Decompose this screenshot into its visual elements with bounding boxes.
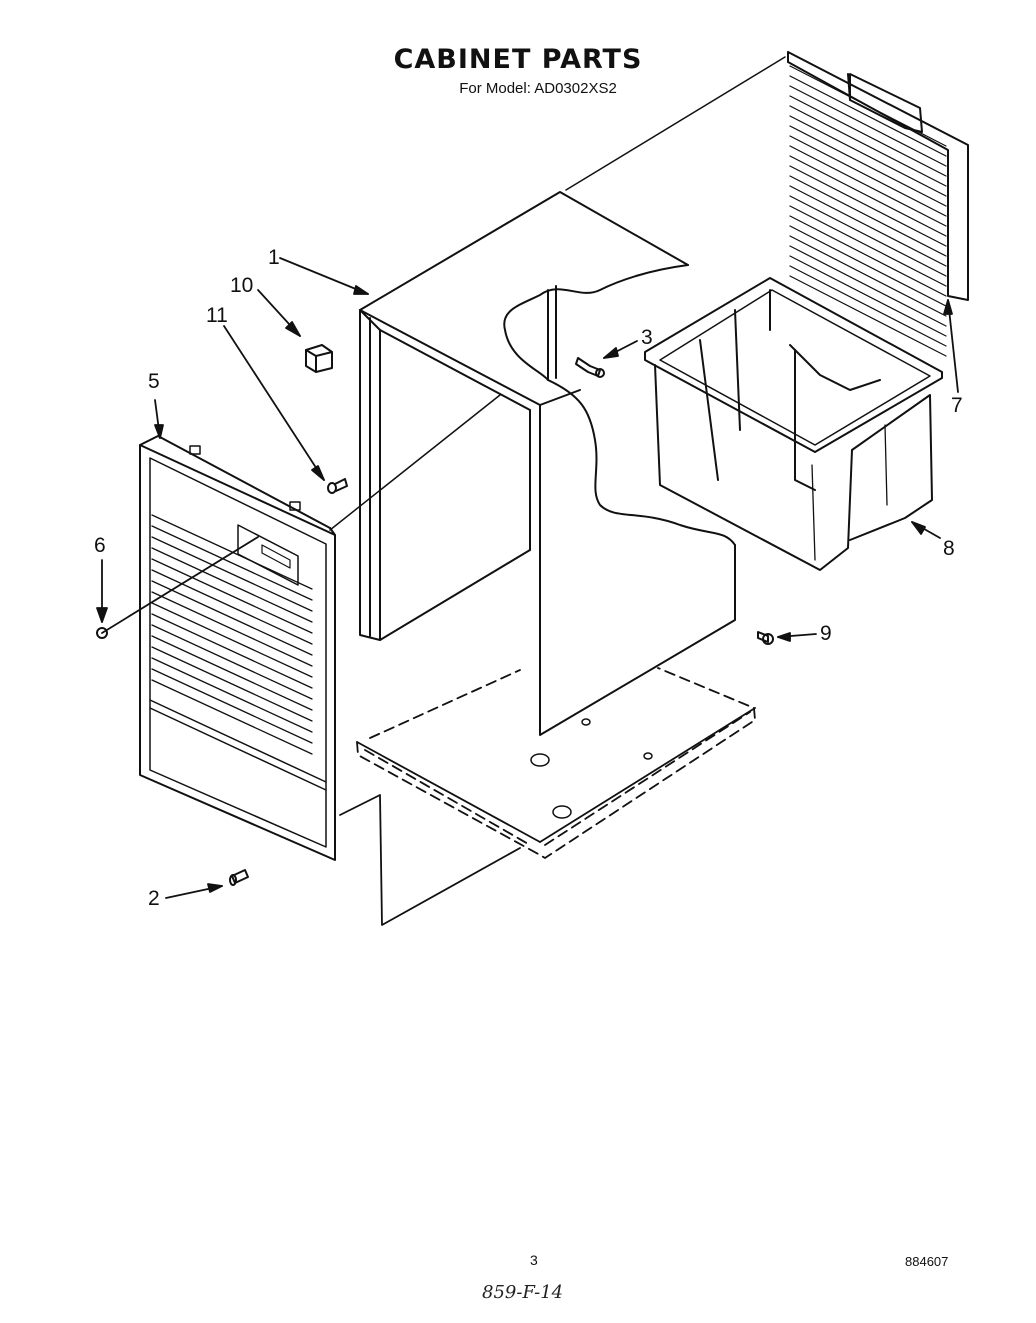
louver-line [151, 646, 313, 722]
louver-line [151, 525, 313, 601]
grille-slat-line [789, 255, 947, 337]
part-3-screw [575, 357, 605, 378]
part-9-screw [757, 631, 774, 645]
louver-line [151, 591, 313, 667]
grille-slat-line [789, 85, 947, 167]
grille-slat-line [789, 175, 947, 257]
grille-slat-line [789, 75, 947, 157]
grille-slat-line [789, 195, 947, 277]
louver-line [151, 657, 313, 733]
document-number: 884607 [905, 1254, 949, 1269]
louver-line [151, 624, 313, 700]
louver-line [151, 547, 313, 623]
cabinet-part [329, 191, 736, 736]
front-panel-louvers [151, 514, 313, 755]
grille-slat-line [789, 125, 947, 207]
part-6-knob [96, 627, 108, 639]
part-2-screw [229, 869, 249, 886]
leader-arrows [96, 257, 959, 899]
callout-9: 9 [820, 622, 832, 645]
grille-slat-line [789, 225, 947, 307]
grille-slat-line [789, 215, 947, 297]
grille-slat-line [789, 235, 947, 317]
part-11-screw [327, 478, 348, 494]
callout-7: 7 [951, 394, 963, 417]
louver-line [151, 602, 313, 678]
grille-slats [789, 65, 947, 357]
callout-11: 11 [206, 304, 228, 327]
grille-slat-line [789, 135, 947, 217]
grille-slat-line [789, 65, 947, 147]
grille-slat-line [789, 245, 947, 327]
louver-line [151, 569, 313, 645]
grille-slat-line [789, 105, 947, 187]
louver-line [151, 635, 313, 711]
callout-6: 6 [94, 534, 106, 557]
callout-5: 5 [148, 370, 160, 393]
louver-line [151, 613, 313, 689]
grille-slat-line [789, 265, 947, 347]
callout-8: 8 [943, 537, 955, 560]
front-panel-part [139, 435, 336, 861]
louver-line [151, 558, 313, 634]
grille-slat-line [789, 185, 947, 267]
page-title: CABINET PARTS [393, 44, 643, 75]
callout-2: 2 [148, 887, 160, 910]
page-number: 3 [530, 1252, 538, 1268]
grille-slat-line [789, 115, 947, 197]
callout-10: 10 [230, 274, 253, 297]
back-grille-part [787, 51, 969, 357]
grille-slat-line [789, 275, 947, 357]
grille-slat-line [789, 205, 947, 287]
grille-slat-line [789, 145, 947, 227]
handwritten-note: 859-F-14 [482, 1282, 564, 1303]
louver-line [151, 668, 313, 744]
grille-slat-line [789, 165, 947, 247]
water-bucket-part [644, 277, 943, 571]
model-subtitle: For Model: AD0302XS2 [459, 80, 617, 97]
callout-3: 3 [641, 326, 653, 349]
callout-1: 1 [268, 246, 280, 269]
grille-slat-line [789, 95, 947, 177]
louver-line [151, 580, 313, 656]
grille-leader-line [565, 56, 786, 191]
louver-line [151, 536, 313, 612]
part-10-block [305, 344, 333, 373]
louver-line [151, 679, 313, 755]
grille-slat-line [789, 155, 947, 237]
cabinet-base [339, 667, 756, 926]
